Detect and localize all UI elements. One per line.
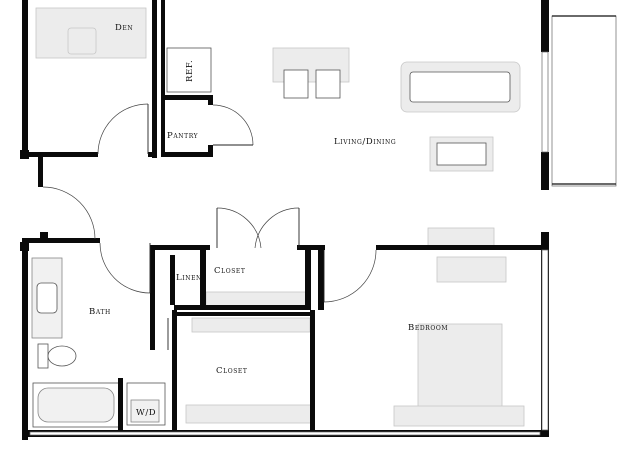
closet-shelf-lower <box>191 317 311 333</box>
wall-left-lower <box>22 243 28 440</box>
wall-bath-top-right <box>150 245 210 250</box>
wall-linen-left <box>170 255 175 305</box>
doors-layer <box>42 103 377 350</box>
column-left-upper <box>20 150 29 159</box>
bath-sink <box>36 282 58 314</box>
wall-pantry-right-lower <box>208 145 213 157</box>
window-right-upper <box>541 51 549 153</box>
balcony <box>551 15 617 187</box>
entry-door-arc <box>42 186 96 240</box>
windows-layer <box>29 15 617 436</box>
furniture-layer <box>35 7 525 427</box>
coffee-table-top <box>436 142 487 166</box>
wall-right-mid <box>541 152 549 190</box>
closet-shelf-bottom <box>185 404 313 424</box>
room-label-bedroom: Bedroom <box>408 323 448 333</box>
wall-bath-right <box>150 245 155 350</box>
closet-door-right-arc <box>254 207 300 249</box>
den-door-arc <box>97 103 149 155</box>
wall-hall-top-right <box>297 245 325 250</box>
sofa-seat <box>409 71 511 103</box>
wall-pantry-right <box>208 95 213 105</box>
room-label-living-dining: Living/Dining <box>334 137 396 147</box>
tv-console <box>427 227 495 247</box>
dining-chair-right <box>315 69 341 99</box>
room-label-closet-lower: Closet <box>216 366 248 376</box>
wall-closet-upper-right <box>305 245 311 310</box>
bathtub-basin <box>37 387 115 423</box>
wall-pantry-bottom <box>161 152 213 157</box>
pantry-door-arc <box>212 104 254 146</box>
room-label-washer-dryer: W/D <box>136 408 156 418</box>
bedroom-dresser <box>436 256 507 283</box>
wall-bath-lower-divider <box>118 378 123 430</box>
fixtures-layer <box>31 47 212 428</box>
den-chair <box>67 27 97 55</box>
room-labels: Den REF. Pantry Living/Dining Closet Lin… <box>89 23 448 418</box>
wall-closet-upper-left <box>200 245 206 310</box>
wall-closet-lower-right <box>310 310 315 430</box>
column-left-lower <box>20 242 29 251</box>
wall-bath-top-left <box>22 238 100 243</box>
toilet-bowl <box>47 345 77 367</box>
wall-closet-lower-top <box>174 312 314 316</box>
room-label-pantry: Pantry <box>167 131 199 141</box>
window-bottom <box>29 431 541 436</box>
room-label-ref: REF. <box>185 60 195 82</box>
closet-door-left-arc <box>216 207 262 249</box>
wall-right-upper <box>541 0 549 52</box>
wall-pantry-top <box>161 95 213 100</box>
wall-bedroom-top <box>376 245 546 250</box>
wall-entry-stub <box>38 157 43 187</box>
wall-pantry-left <box>161 100 165 157</box>
refrigerator <box>166 47 212 93</box>
room-label-closet-upper: Closet <box>214 266 246 276</box>
bath-door-arc <box>99 242 151 294</box>
room-label-den: Den <box>115 23 133 33</box>
room-label-linen: Linen <box>176 273 202 283</box>
washer-dryer-panel <box>130 399 160 423</box>
column-bath <box>40 232 48 240</box>
wall-closet-upper-bottom <box>174 305 311 310</box>
bed-headboard <box>393 405 525 427</box>
toilet-tank <box>37 343 49 369</box>
dining-chair-left <box>283 69 309 99</box>
bed <box>417 323 503 417</box>
bedroom-door-arc <box>323 249 377 303</box>
wall-den-bottom-left <box>28 152 98 157</box>
wall-kitchen-left <box>161 0 165 95</box>
wall-closet-lower-left <box>172 310 177 430</box>
wall-left-upper <box>22 0 28 158</box>
wall-den-right <box>152 0 157 158</box>
window-right-lower <box>541 249 549 431</box>
wall-hall-right <box>318 250 324 310</box>
room-label-bath: Bath <box>89 307 111 317</box>
wall-den-bottom-right <box>148 152 157 157</box>
